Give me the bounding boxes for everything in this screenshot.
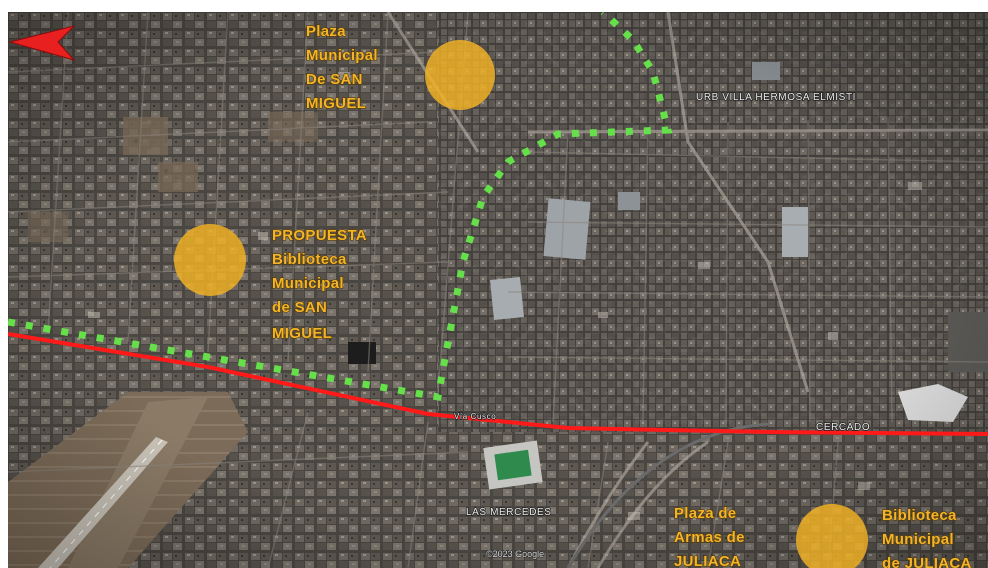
label-biblioteca-juliaca: Biblioteca Municipal de JULIACA <box>882 507 972 568</box>
label-urb-villa-hermosa: URB VILLA HERMOSA ELMISTI <box>696 92 856 103</box>
biblioteca-juliaca-marker[interactable] <box>796 504 868 568</box>
green-dotted-route <box>8 12 673 402</box>
label-plaza-san-miguel: Plaza Municipal De SAN MIGUEL <box>306 23 382 112</box>
label-cercado: CERCADO <box>816 422 870 433</box>
label-propuesta-biblioteca: PROPUESTA Biblioteca Municipal de SAN MI… <box>272 227 371 342</box>
label-plaza-armas-juliaca: Plaza de Armas de JULIACA <box>674 505 749 568</box>
plaza-san-miguel-marker[interactable] <box>425 40 495 110</box>
label-las-mercedes: LAS MERCEDES <box>466 507 552 518</box>
propuesta-biblioteca-marker[interactable] <box>174 224 246 296</box>
red-highway-route <box>8 332 988 436</box>
map-credit: ©2023 Google <box>486 549 544 559</box>
north-arrow-icon <box>8 25 76 61</box>
satellite-map[interactable]: Plaza Municipal De SAN MIGUEL PROPUESTA … <box>8 12 988 568</box>
label-via-cusco: Vía Cusco <box>454 412 496 421</box>
satellite-imagery <box>8 12 988 568</box>
